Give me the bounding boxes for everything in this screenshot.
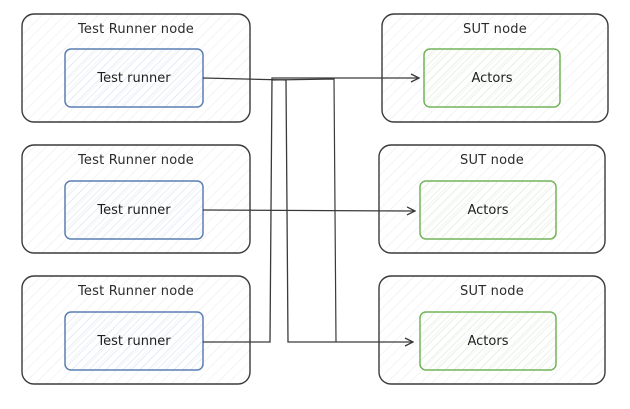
sut-node-1-title: SUT node xyxy=(463,22,527,37)
runner-node-3-title: Test Runner node xyxy=(77,284,195,299)
connector-runner-to-sut-trunk xyxy=(271,78,337,343)
runner-inner-3-label: Test runner xyxy=(97,333,171,349)
runner-node-1-title: Test Runner node xyxy=(77,22,195,37)
sut-inner-2-box[interactable] xyxy=(419,180,557,240)
connector-runner2-to-sut2 xyxy=(202,210,415,211)
sut-node-2-title: SUT node xyxy=(460,153,524,168)
sut-inner-2-label: Actors xyxy=(467,202,509,218)
runner-node-2-title: Test Runner node xyxy=(77,153,195,168)
runner-inner-3-box[interactable] xyxy=(64,311,204,371)
sut-inner-3-box[interactable] xyxy=(419,311,557,371)
sut-inner-3-label: Actors xyxy=(467,333,509,349)
runner-inner-1-label: Test runner xyxy=(97,70,171,86)
sut-node-3-title: SUT node xyxy=(460,284,524,299)
sut-inner-1-box[interactable] xyxy=(423,48,561,108)
sut-inner-1-label: Actors xyxy=(471,70,513,86)
runner-inner-2-label: Test runner xyxy=(97,202,171,218)
